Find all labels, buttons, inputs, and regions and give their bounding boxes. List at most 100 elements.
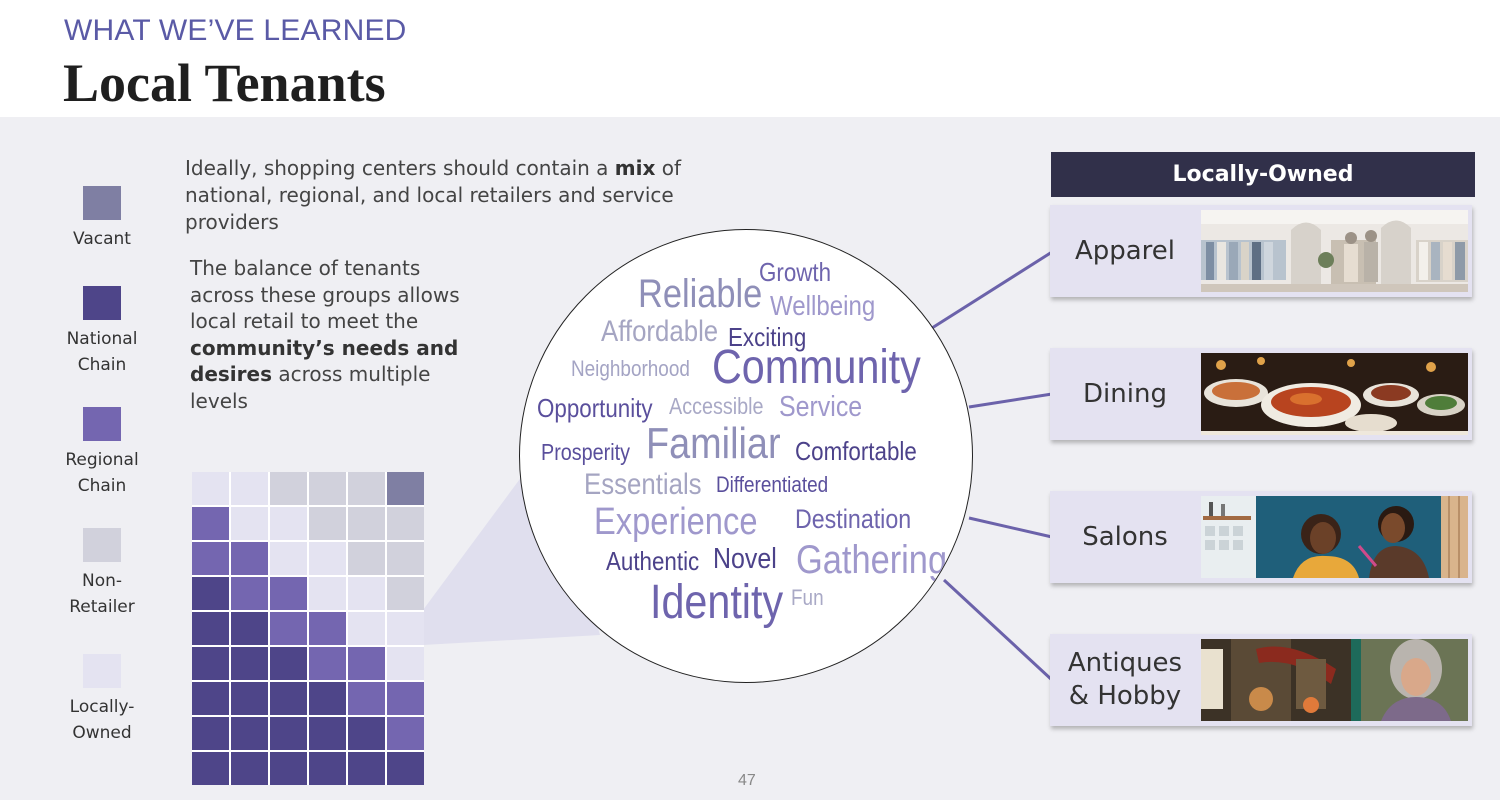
tenant-cell-regional (309, 647, 346, 680)
legend-swatch (83, 186, 121, 220)
word-growth: Growth (759, 257, 832, 287)
link-line-apparel (931, 250, 1053, 330)
tenant-mix-grid (192, 472, 424, 785)
tenant-cell-regional (387, 682, 424, 715)
legend-item-vacant: Vacant (55, 186, 149, 252)
word-community: Community (712, 341, 921, 394)
category-label: Antiques & Hobby (1067, 648, 1183, 711)
tenant-cell-regional (309, 612, 346, 645)
category-label: Salons (1082, 521, 1168, 552)
tenant-cell-national (231, 717, 268, 750)
section-kicker: WHAT WE’VE LEARNED (64, 14, 407, 47)
legend-swatch (83, 654, 121, 688)
word-experience: Experience (594, 501, 758, 543)
tenant-cell-regional (192, 507, 229, 540)
tenant-cell-national (270, 717, 307, 750)
tenant-cell-locally-owned (309, 542, 346, 575)
header-bar: WHAT WE’VE LEARNED Local Tenants (0, 0, 1500, 117)
tenant-cell-locally-owned (387, 612, 424, 645)
category-card-apparel: Apparel (1050, 205, 1472, 297)
tenant-cell-locally-owned (270, 507, 307, 540)
tenant-cell-national (309, 752, 346, 785)
legend-item-national-chain: National Chain (55, 286, 149, 378)
tenant-cell-national (270, 682, 307, 715)
tenant-cell-national (192, 717, 229, 750)
word-comfortable: Comfortable (795, 436, 917, 466)
word-novel: Novel (713, 543, 777, 575)
tenant-cell-non-retailer (387, 542, 424, 575)
word-service: Service (779, 391, 863, 423)
word-differentiated: Differentiated (716, 472, 829, 497)
tenant-cell-non-retailer (387, 577, 424, 610)
legend-label: Locally- Owned (69, 697, 135, 743)
category-card-dining: Dining (1050, 348, 1472, 440)
tenant-cell-national (270, 752, 307, 785)
word-wellbeing: Wellbeing (770, 290, 876, 321)
tenant-cell-national (192, 647, 229, 680)
mix-paragraph: Ideally, shopping centers should contain… (185, 155, 705, 236)
legend-swatch (83, 286, 121, 320)
page-number: 47 (738, 772, 756, 789)
tenant-cell-national (231, 682, 268, 715)
word-neighborhood: Neighborhood (571, 356, 690, 381)
legend-item-non-retailer: Non- Retailer (55, 528, 149, 620)
tenant-cell-national (309, 717, 346, 750)
tenant-cell-national (270, 647, 307, 680)
hair-salon-photo (1201, 496, 1468, 578)
word-prosperity: Prosperity (541, 439, 631, 465)
legend-item-locally-owned: Locally- Owned (55, 654, 149, 746)
tenant-cell-non-retailer (309, 472, 346, 505)
tenant-cell-national (231, 612, 268, 645)
tenant-cell-non-retailer (387, 507, 424, 540)
tenant-cell-non-retailer (348, 472, 385, 505)
category-card-salons: Salons (1050, 491, 1472, 583)
tenant-cell-national (309, 682, 346, 715)
locally-owned-header: Locally-Owned (1051, 152, 1475, 197)
tenant-cell-national (231, 647, 268, 680)
tenant-cell-regional (192, 542, 229, 575)
tenant-cell-locally-owned (270, 542, 307, 575)
tenant-cell-vacant (387, 472, 424, 505)
tenant-cell-non-retailer (348, 507, 385, 540)
tenant-cell-regional (270, 612, 307, 645)
legend-swatch (83, 528, 121, 562)
page-title: Local Tenants (63, 53, 386, 113)
link-line-salons (968, 516, 1053, 539)
word-authentic: Authentic (606, 546, 700, 576)
category-label: Apparel (1074, 235, 1176, 266)
category-label: Dining (1083, 378, 1167, 409)
restaurant-food-photo (1201, 353, 1468, 435)
text-run: The balance of tenants across these grou… (190, 256, 460, 333)
tenant-cell-locally-owned (231, 472, 268, 505)
tenant-cell-national (348, 717, 385, 750)
link-line-dining (968, 392, 1053, 409)
legend-label: Vacant (73, 229, 131, 249)
tenant-cell-locally-owned (348, 577, 385, 610)
legend-swatch (83, 407, 121, 441)
tenant-cell-locally-owned (192, 472, 229, 505)
tenant-cell-national (348, 752, 385, 785)
tenant-cell-national (387, 752, 424, 785)
tenant-cell-regional (348, 682, 385, 715)
tenant-cell-non-retailer (348, 542, 385, 575)
text-run: across multiple levels (190, 362, 431, 413)
word-fun: Fun (791, 585, 824, 610)
word-affordable: Affordable (601, 315, 719, 348)
legend-item-regional-chain: Regional Chain (55, 407, 149, 499)
antique-shop-photo (1201, 639, 1468, 721)
tenant-cell-regional (231, 577, 268, 610)
legend-label: Non- Retailer (69, 571, 135, 617)
word-familiar: Familiar (646, 419, 781, 468)
tenant-cell-national (192, 752, 229, 785)
word-identity: Identity (650, 576, 784, 629)
balance-paragraph: The balance of tenants across these grou… (190, 255, 490, 414)
tenant-cell-non-retailer (309, 507, 346, 540)
tenant-cell-national (192, 577, 229, 610)
emphasis-mix: mix (614, 156, 656, 180)
tenant-cell-national (231, 752, 268, 785)
tenant-cell-regional (348, 647, 385, 680)
word-cloud-circle: Reliable Growth Wellbeing Affordable Exc… (519, 229, 973, 683)
word-reliable: Reliable (638, 272, 763, 316)
tenant-cell-national (192, 682, 229, 715)
category-card-antiques-hobby: Antiques & Hobby (1050, 634, 1472, 726)
